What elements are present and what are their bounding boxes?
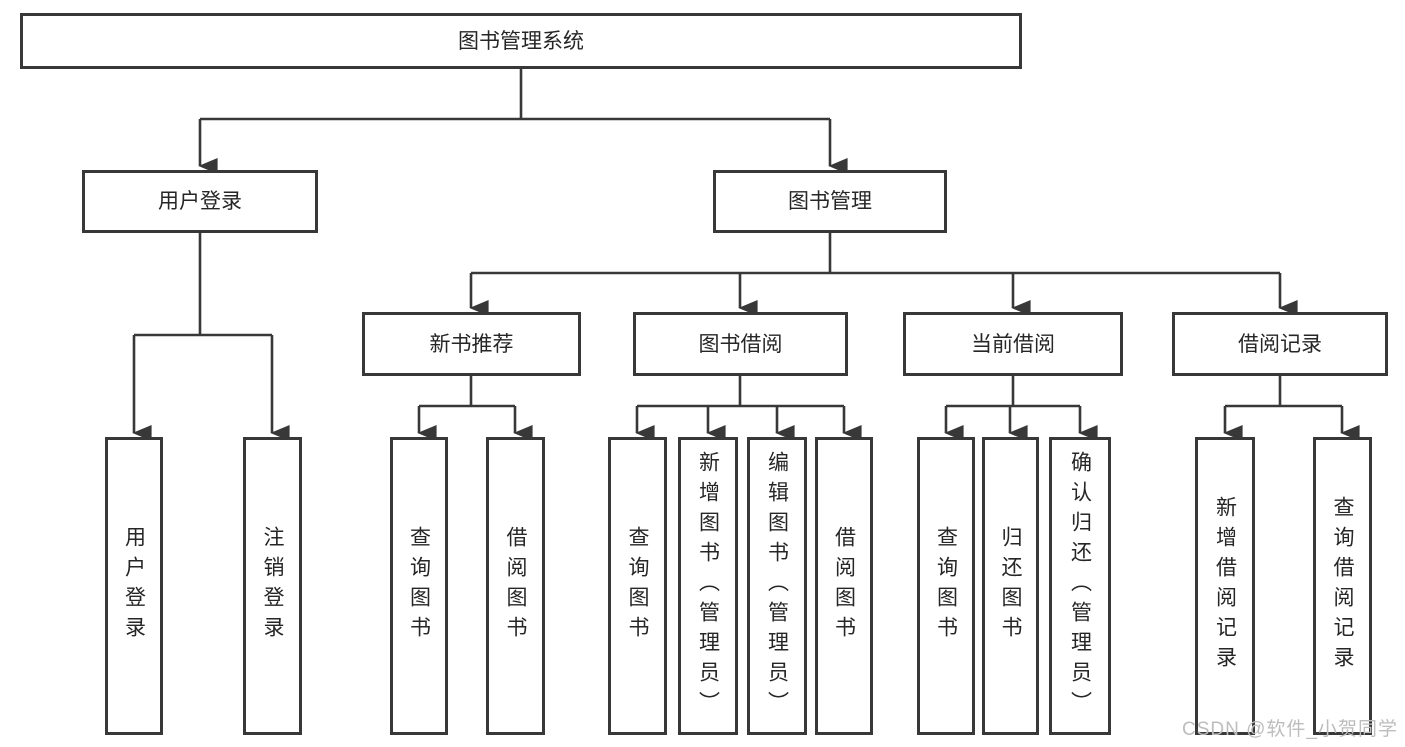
leaf-cb-return-books: 归还图书 [982, 437, 1039, 735]
node-book-borrow: 图书借阅 [633, 312, 848, 376]
node-root-label: 图书管理系统 [458, 29, 584, 53]
leaf-br-query-record-label: 查询借阅记录 [1331, 496, 1354, 676]
leaf-nbr-query-books: 查询图书 [390, 437, 448, 735]
node-borrow-record: 借阅记录 [1172, 312, 1388, 376]
leaf-bb-query-books: 查询图书 [608, 437, 667, 735]
leaf-user-login: 用户登录 [105, 437, 163, 735]
node-book-management-label: 图书管理 [788, 190, 872, 213]
leaf-logout-label: 注销登录 [261, 526, 284, 646]
leaf-bb-borrow-books-label: 借阅图书 [832, 526, 856, 646]
node-book-management: 图书管理 [713, 170, 947, 233]
csdn-watermark: CSDN @软件_小贺同学 [1182, 719, 1398, 740]
node-borrow-record-label: 借阅记录 [1238, 332, 1322, 356]
node-current-borrow-label: 当前借阅 [971, 332, 1055, 356]
leaf-cb-confirm-return-admin-label: 确认归还（管理员） [1068, 451, 1092, 721]
node-root: 图书管理系统 [20, 13, 1022, 69]
node-new-book-recommend-label: 新书推荐 [429, 332, 514, 356]
node-user-login-label: 用户登录 [158, 190, 242, 213]
leaf-bb-query-books-label: 查询图书 [626, 526, 649, 646]
node-user-login: 用户登录 [82, 170, 318, 233]
leaf-cb-query-books: 查询图书 [917, 437, 975, 735]
node-current-borrow: 当前借阅 [903, 312, 1123, 376]
leaf-cb-return-books-label: 归还图书 [999, 526, 1022, 646]
leaf-nbr-borrow-books: 借阅图书 [486, 437, 545, 735]
leaf-logout: 注销登录 [243, 437, 302, 735]
leaf-br-add-record: 新增借阅记录 [1195, 437, 1255, 735]
node-new-book-recommend: 新书推荐 [362, 312, 581, 376]
leaf-cb-query-books-label: 查询图书 [934, 526, 958, 646]
leaf-br-add-record-label: 新增借阅记录 [1213, 496, 1237, 676]
leaf-bb-edit-books-admin: 编辑图书（管理员） [747, 437, 807, 735]
node-book-borrow-label: 图书借阅 [698, 332, 783, 356]
leaf-nbr-borrow-books-label: 借阅图书 [504, 526, 527, 646]
leaf-br-query-record: 查询借阅记录 [1313, 437, 1372, 735]
leaf-nbr-query-books-label: 查询图书 [407, 526, 431, 646]
leaf-bb-edit-books-admin-label: 编辑图书（管理员） [765, 451, 789, 721]
leaf-bb-add-books-admin-label: 新增图书（管理员） [696, 451, 720, 721]
leaf-bb-borrow-books: 借阅图书 [815, 437, 873, 735]
leaf-user-login-label: 用户登录 [122, 526, 146, 646]
leaf-cb-confirm-return-admin: 确认归还（管理员） [1049, 437, 1111, 735]
leaf-bb-add-books-admin: 新增图书（管理员） [678, 437, 738, 735]
